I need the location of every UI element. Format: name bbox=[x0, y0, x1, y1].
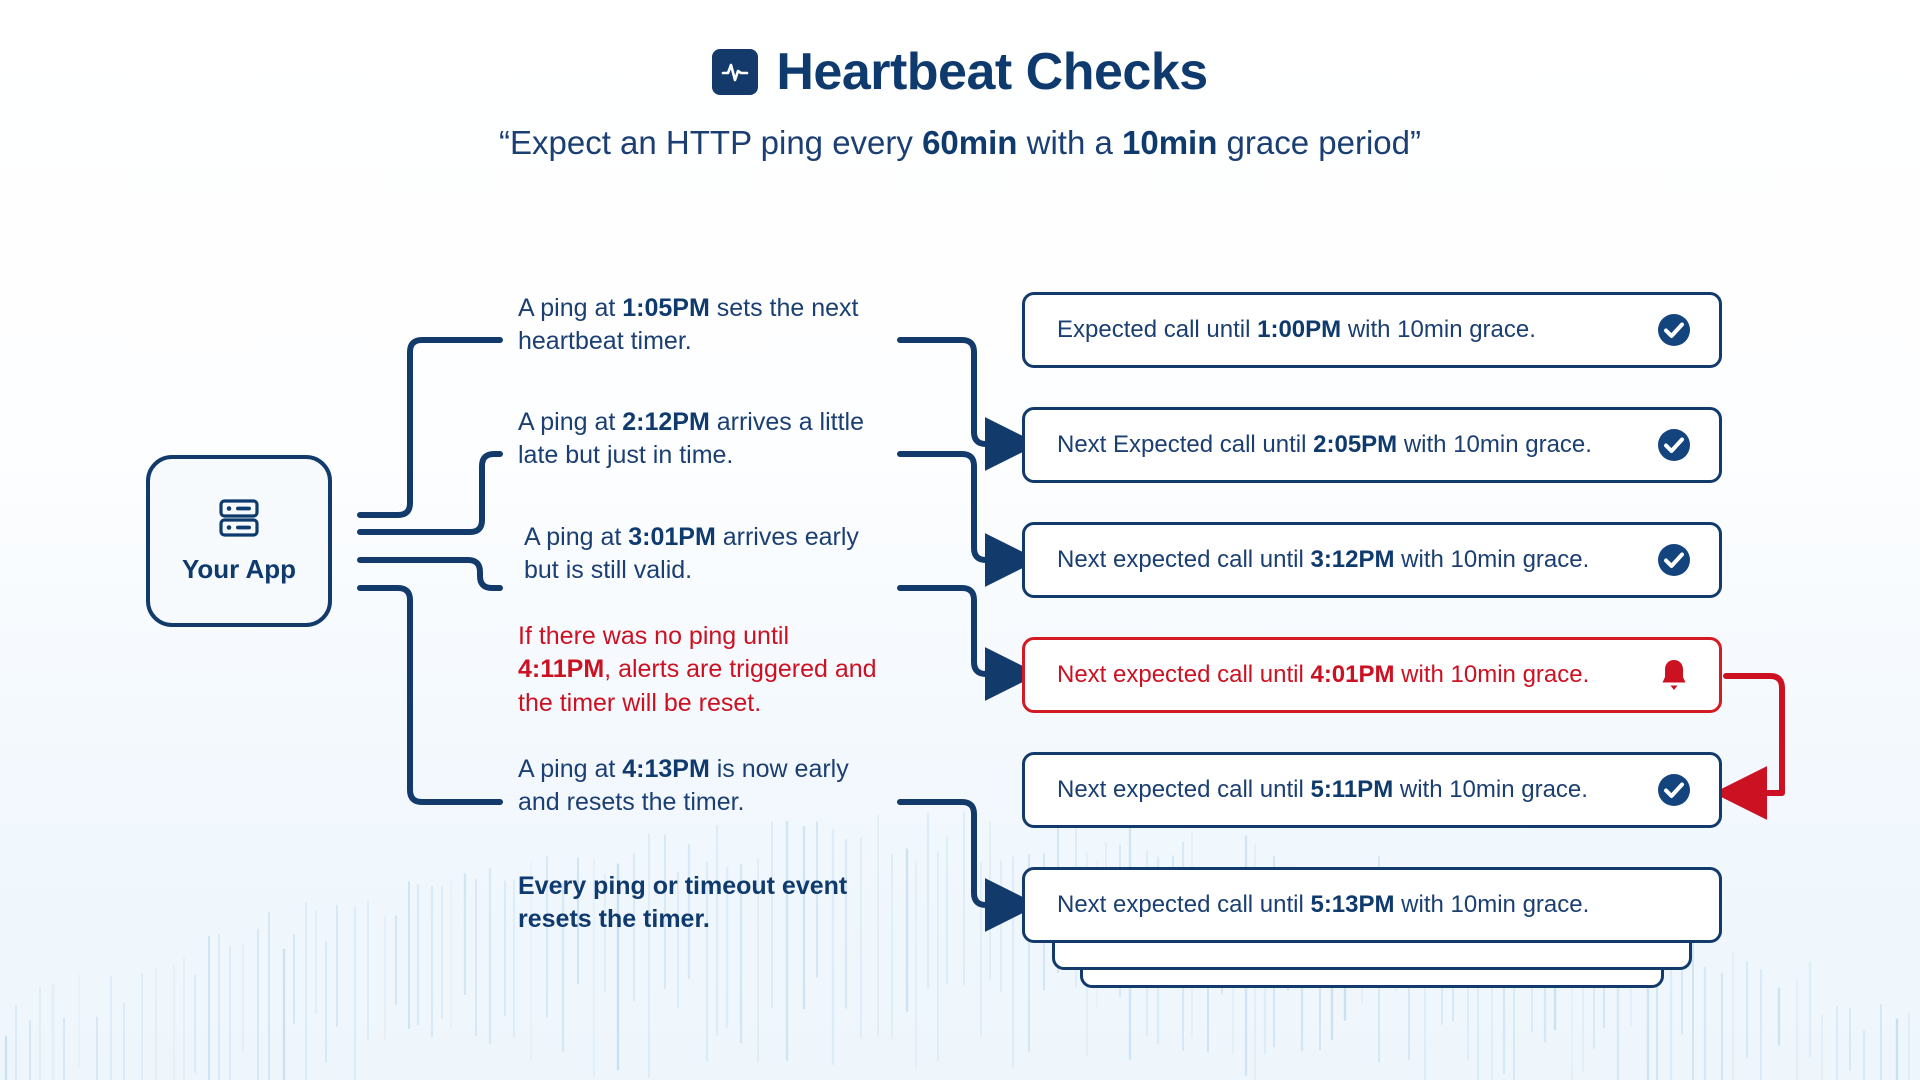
desc-prefix: A ping at bbox=[518, 408, 623, 436]
desc-prefix: A ping at bbox=[518, 294, 623, 322]
card-text: Next expected call until 5:13PM with 10m… bbox=[1057, 891, 1693, 919]
expectation-card-401pm-alert[interactable]: Next expected call until 4:01PM with 10m… bbox=[1022, 637, 1722, 713]
desc-time: 4:11PM bbox=[518, 655, 605, 684]
server-icon bbox=[216, 497, 262, 544]
desc-prefix: A ping at bbox=[518, 755, 623, 783]
subtitle-middle: with a bbox=[1017, 124, 1122, 161]
expectation-card-511pm[interactable]: Next expected call until 5:11PM with 10m… bbox=[1022, 752, 1722, 828]
expectation-card-513pm[interactable]: Next expected call until 5:13PM with 10m… bbox=[1022, 867, 1722, 943]
description-ping-212: A ping at 2:12PM arrives a little late b… bbox=[518, 406, 878, 473]
card-suffix: with 10min grace. bbox=[1397, 431, 1592, 458]
desc-prefix: A ping at bbox=[524, 523, 629, 551]
card-time: 5:13PM bbox=[1310, 891, 1395, 918]
desc-time: 3:01PM bbox=[628, 523, 716, 551]
card-prefix: Next Expected call until bbox=[1057, 431, 1314, 458]
subtitle-tail: grace period” bbox=[1217, 124, 1421, 161]
subtitle-interval: 60min bbox=[922, 124, 1018, 161]
desc-time: 4:13PM bbox=[622, 755, 710, 783]
description-summary: Every ping or timeout event resets the t… bbox=[518, 870, 878, 937]
card-suffix: with 10min grace. bbox=[1394, 661, 1590, 688]
desc-suffix: is now early and resets the timer. bbox=[518, 755, 849, 817]
desc-suffix: arrives early but is still valid. bbox=[524, 523, 859, 585]
your-app-node[interactable]: Your App bbox=[146, 455, 332, 627]
card-prefix: Expected call until bbox=[1057, 316, 1258, 343]
expectation-card-312pm[interactable]: Next expected call until 3:12PM with 10m… bbox=[1022, 522, 1722, 598]
card-text: Next expected call until 4:01PM with 10m… bbox=[1057, 661, 1655, 689]
heartbeat-icon bbox=[712, 49, 759, 95]
check-circle-icon bbox=[1655, 311, 1693, 349]
card-suffix: with 10min grace. bbox=[1393, 776, 1588, 803]
title-row: Heartbeat Checks bbox=[0, 46, 1920, 98]
card-prefix: Next expected call until bbox=[1057, 891, 1311, 918]
desc-time: 2:12PM bbox=[622, 408, 710, 436]
card-text: Next Expected call until 2:05PM with 10m… bbox=[1057, 431, 1655, 459]
check-circle-icon bbox=[1655, 541, 1693, 579]
subtitle-open: “Expect an HTTP ping every bbox=[499, 124, 923, 161]
description-ping-301: A ping at 3:01PM arrives early but is st… bbox=[524, 521, 884, 588]
card-time: 1:00PM bbox=[1257, 316, 1342, 343]
description-ping-413: A ping at 4:13PM is now early and resets… bbox=[518, 753, 878, 820]
card-suffix: with 10min grace. bbox=[1394, 546, 1590, 573]
page-header: Heartbeat Checks “Expect an HTTP ping ev… bbox=[0, 0, 1920, 162]
card-suffix: with 10min grace. bbox=[1394, 891, 1590, 918]
desc-suffix: Every ping or timeout event resets the t… bbox=[518, 872, 848, 934]
card-time: 5:11PM bbox=[1310, 776, 1394, 803]
desc-prefix: If there was no ping until bbox=[518, 622, 789, 650]
check-circle-icon bbox=[1655, 426, 1693, 464]
card-time: 3:12PM bbox=[1310, 546, 1395, 573]
description-no-ping-411: If there was no ping until 4:11PM, alert… bbox=[518, 620, 878, 720]
expectation-card-205pm[interactable]: Next Expected call until 2:05PM with 10m… bbox=[1022, 407, 1722, 483]
card-prefix: Next expected call until bbox=[1057, 776, 1311, 803]
card-time: 2:05PM bbox=[1313, 431, 1398, 458]
desc-suffix: sets the next heartbeat timer. bbox=[518, 294, 859, 356]
desc-suffix: arrives a little late but just in time. bbox=[518, 408, 865, 470]
card-suffix: with 10min grace. bbox=[1341, 316, 1536, 343]
desc-suffix: , alerts are triggered and the timer wil… bbox=[518, 655, 877, 717]
description-ping-105: A ping at 1:05PM sets the next heartbeat… bbox=[518, 292, 878, 359]
expectation-card-100pm[interactable]: Expected call until 1:00PM with 10min gr… bbox=[1022, 292, 1722, 368]
desc-time: 1:05PM bbox=[622, 294, 710, 322]
card-prefix: Next expected call until bbox=[1057, 661, 1311, 688]
card-time: 4:01PM bbox=[1310, 661, 1395, 688]
card-text: Next expected call until 5:11PM with 10m… bbox=[1057, 776, 1655, 804]
bell-icon bbox=[1655, 656, 1693, 694]
card-prefix: Next expected call until bbox=[1057, 546, 1311, 573]
check-circle-icon bbox=[1655, 771, 1693, 809]
card-text: Expected call until 1:00PM with 10min gr… bbox=[1057, 316, 1655, 344]
card-text: Next expected call until 3:12PM with 10m… bbox=[1057, 546, 1655, 574]
page-title: Heartbeat Checks bbox=[776, 43, 1208, 101]
subtitle-grace: 10min bbox=[1122, 124, 1218, 161]
your-app-label: Your App bbox=[181, 554, 297, 584]
page-subtitle: “Expect an HTTP ping every 60min with a … bbox=[0, 124, 1920, 162]
